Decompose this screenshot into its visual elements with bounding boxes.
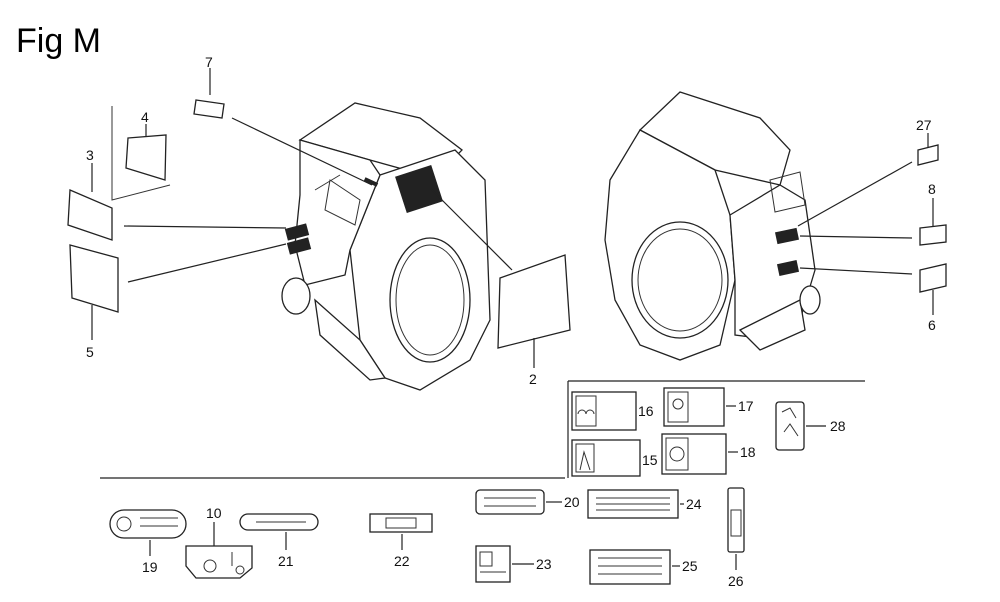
engine-right-view <box>604 91 821 361</box>
callout-19: 19 <box>142 559 158 575</box>
callout-8: 8 <box>928 181 936 197</box>
leader-6-to-engine <box>799 267 913 275</box>
callout-25: 25 <box>682 558 698 574</box>
decal-22 <box>369 513 433 533</box>
decal-5 <box>69 244 119 313</box>
callout-18: 18 <box>740 444 756 460</box>
decal-28 <box>775 401 805 451</box>
leader-7 <box>231 117 373 186</box>
leader-3-to-engine <box>123 225 287 229</box>
callout-21: 21 <box>278 553 294 569</box>
callout-27: 27 <box>916 117 932 133</box>
decal-3 <box>67 189 113 241</box>
decal-2 <box>497 254 571 349</box>
decal-18 <box>661 433 727 475</box>
leader-27-to-engine <box>797 161 913 227</box>
decal-6 <box>919 263 947 293</box>
callout-17: 17 <box>738 398 754 414</box>
decal-4 <box>125 134 167 181</box>
callout-3: 3 <box>86 147 94 163</box>
callout-20: 20 <box>564 494 580 510</box>
decal-25 <box>589 549 671 585</box>
decal-16 <box>571 391 637 431</box>
decal-27 <box>917 144 939 166</box>
decal-17 <box>663 387 725 427</box>
callout-24: 24 <box>686 496 702 512</box>
bracket-4 <box>111 106 171 201</box>
decal-20 <box>475 489 545 515</box>
callout-26: 26 <box>728 573 744 589</box>
callout-2: 2 <box>529 371 537 387</box>
callout-16: 16 <box>638 403 654 419</box>
decal-23 <box>475 545 511 583</box>
decal-26 <box>727 487 745 553</box>
leader-5-to-engine <box>127 243 287 283</box>
callout-22: 22 <box>394 553 410 569</box>
callout-28: 28 <box>830 418 846 434</box>
callout-4: 4 <box>141 109 149 125</box>
callout-15: 15 <box>642 452 658 468</box>
leader-8-to-engine <box>799 235 913 239</box>
callout-7: 7 <box>205 54 213 70</box>
callout-6: 6 <box>928 317 936 333</box>
callout-10: 10 <box>206 505 222 521</box>
callout-5: 5 <box>86 344 94 360</box>
decal-15 <box>571 439 641 477</box>
callout-23: 23 <box>536 556 552 572</box>
decal-7 <box>193 99 225 119</box>
leader-2 <box>429 187 513 271</box>
decal-8 <box>919 224 947 246</box>
figure-title: Fig M <box>16 22 101 60</box>
engine-left-view <box>281 102 491 391</box>
decal-19 <box>109 509 187 539</box>
